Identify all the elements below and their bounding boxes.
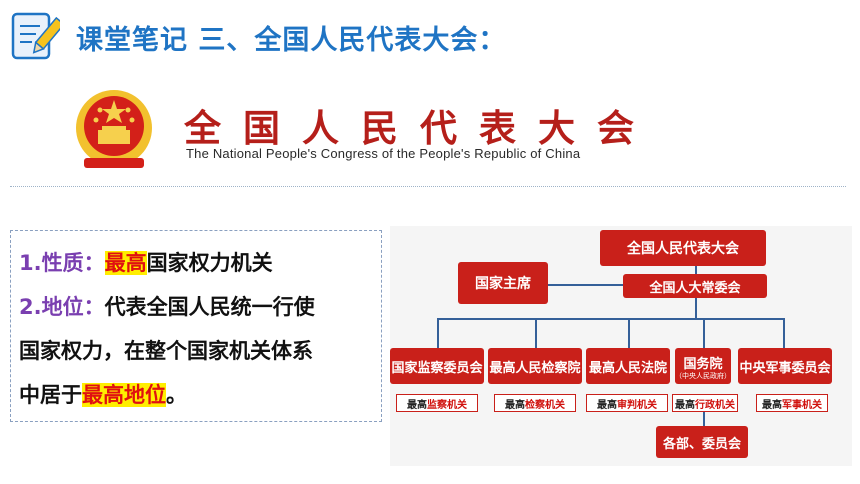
connector-line [535,318,537,348]
notebook-pencil-icon [11,12,60,60]
sub-label-judicial: 最高审判机关 [586,394,668,412]
note-text: 。 [166,383,187,407]
sub-label-procuratorial: 最高检察机关 [494,394,576,412]
notes-box: 1.性质：最高国家权力机关 2.地位：代表全国人民统一行使 国家权力，在整个国家… [10,230,382,422]
note-text: 国家权力，在整个国家机关体系 [19,339,313,363]
node-president: 国家主席 [458,262,548,304]
node-procuratorate: 最高人民检察院 [488,348,582,384]
node-military-commission: 中央军事委员会 [738,348,832,384]
divider [10,186,846,187]
note-text: 中居于 [19,383,82,407]
node-state-council: 国务院 （中央人民政府） [675,348,731,384]
note-label: 1.性质： [19,251,105,275]
banner-english-title: The National People's Congress of the Pe… [186,146,581,161]
note-line-final: 中居于最高地位。 [19,373,375,417]
node-state-council-name: 国务院 [683,356,723,372]
connector-line [437,318,439,348]
note-line-nature: 1.性质：最高国家权力机关 [19,241,375,285]
note-text: 代表全国人民统一行使 [104,295,315,319]
highlight-text: 最高 [104,251,147,275]
note-line-continued: 国家权力，在整个国家机关体系 [19,329,375,373]
node-court: 最高人民法院 [586,348,670,384]
node-npc: 全国人民代表大会 [600,230,766,266]
highlight-text: 最高地位 [82,383,166,407]
node-standing-committee: 全国人大常委会 [623,274,767,298]
connector-line [783,318,785,348]
note-line-status: 2.地位：代表全国人民统一行使 [19,285,375,329]
connector-line [628,318,630,348]
sub-label-administrative: 最高行政机关 [672,394,738,412]
note-label: 2.地位： [19,295,105,319]
note-text: 国家权力机关 [146,251,273,275]
connector-line [695,298,697,318]
node-ministries: 各部、委员会 [656,426,748,458]
node-supervisory-commission: 国家监察委员会 [390,348,484,384]
org-chart: 全国人民代表大会 国家主席 全国人大常委会 国家监察委员会 最高人民检察院 最高… [390,226,852,466]
connector-line [703,318,705,348]
national-emblem-icon [76,90,152,168]
sub-label-supervisory: 最高监察机关 [396,394,478,412]
connector-line [695,266,697,280]
banner-chinese-title: 全国人民代表大会 [184,106,656,150]
sub-label-military: 最高军事机关 [756,394,828,412]
connector-line [545,284,623,286]
connector-line [437,318,784,320]
page-title: 课堂笔记 三、全国人民代表大会： [76,25,507,56]
node-state-council-note: （中央人民政府） [675,371,731,380]
connector-line [703,412,705,426]
